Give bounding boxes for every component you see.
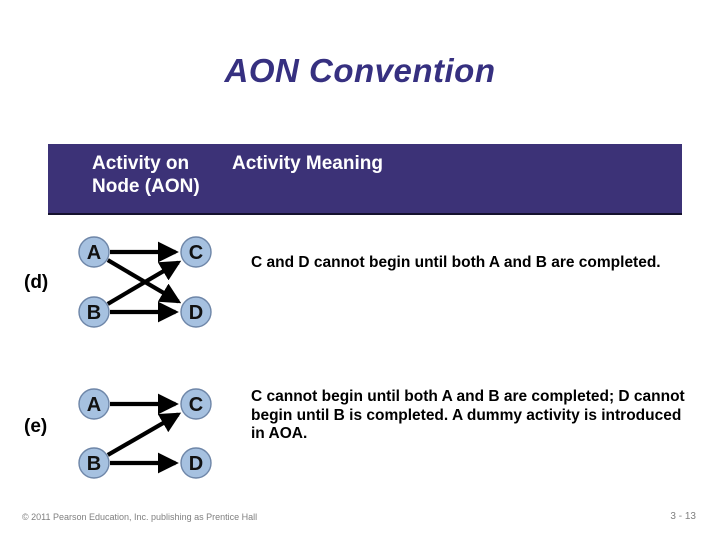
node-label-D: D <box>189 453 203 475</box>
table-header-band: Activity on Node (AON) Activity Meaning <box>48 144 682 215</box>
footer-copyright: © 2011 Pearson Education, Inc. publishin… <box>22 512 258 522</box>
node-circle-C <box>180 236 212 268</box>
node-C: C <box>180 236 212 268</box>
column-header-activity-on-node: Activity on Node (AON) <box>92 153 200 197</box>
node-circle-C <box>180 388 212 420</box>
table-row-d: (d) A C B D C and D cannot begin until both… <box>0 230 720 340</box>
node-circle-B <box>78 447 110 479</box>
node-circle-A <box>78 388 110 420</box>
aon-diagram-e: A C B D <box>62 382 232 487</box>
node-label-C: C <box>189 394 203 416</box>
node-circle-B <box>78 296 110 328</box>
column-header-activity-meaning: Activity Meaning <box>232 153 383 174</box>
node-label-A: A <box>87 242 101 264</box>
row-meaning-e: C cannot begin until both A and B are co… <box>251 388 685 442</box>
node-B: B <box>78 447 110 479</box>
table-row-e: (e) A C B D C cannot begin until both A and… <box>0 382 720 492</box>
arrow-group <box>106 241 182 323</box>
row-key-e: (e) <box>24 416 48 437</box>
arrow-group <box>106 393 182 474</box>
arrow-B-to-C <box>106 412 182 457</box>
node-label-B: B <box>87 302 101 324</box>
node-C: C <box>180 388 212 420</box>
node-D: D <box>180 447 212 479</box>
page-title: AON Convention <box>224 52 496 89</box>
node-circle-D <box>180 296 212 328</box>
node-label-A: A <box>87 394 101 416</box>
row-key-d: (d) <box>24 272 49 293</box>
node-label-D: D <box>189 302 203 324</box>
node-circle-A <box>78 236 110 268</box>
node-A: A <box>78 388 110 420</box>
node-label-B: B <box>87 453 101 475</box>
node-circle-D <box>180 447 212 479</box>
node-D: D <box>180 296 212 328</box>
arrow-B-to-C <box>106 260 182 306</box>
node-label-C: C <box>189 242 203 264</box>
footer-page-number: 3 - 13 <box>670 511 696 522</box>
aon-diagram-d: A C B D <box>62 230 232 335</box>
node-B: B <box>78 296 110 328</box>
row-meaning-d: C and D cannot begin until both A and B … <box>251 254 661 271</box>
node-A: A <box>78 236 110 268</box>
